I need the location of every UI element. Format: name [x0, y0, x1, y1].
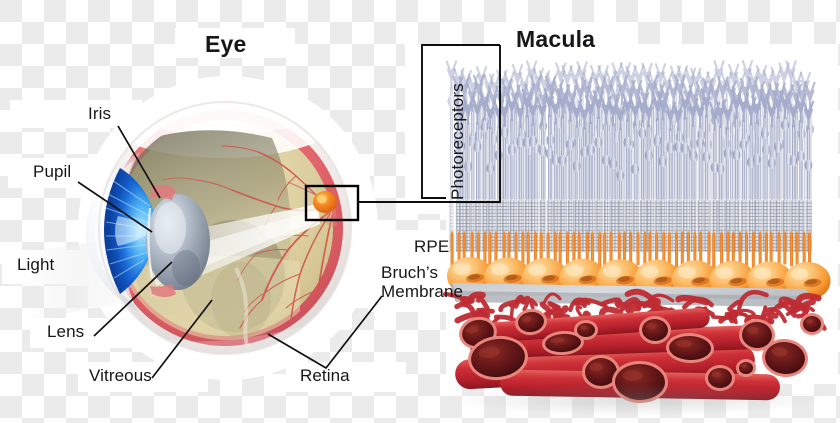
- rpe-layer: [447, 231, 831, 300]
- macula-illustration: [442, 60, 831, 416]
- label-photoreceptors: Photoreceptors: [448, 83, 467, 200]
- macula-zoom-box: [304, 184, 360, 222]
- photoreceptors-bracket: [421, 44, 500, 199]
- callout-lines: [77, 44, 501, 379]
- leader-lens: [93, 261, 173, 337]
- label-rpe: RPE: [414, 237, 450, 256]
- anterior-segment: [85, 152, 210, 312]
- leader-iris: [117, 125, 161, 199]
- label-bruchs-membrane-line1: Bruch’s: [381, 263, 439, 282]
- photoreceptor-layer: [445, 60, 816, 252]
- iris: [104, 168, 158, 294]
- label-pupil: Pupil: [33, 162, 72, 181]
- label-iris: Iris: [88, 104, 112, 123]
- ciliary-body: [150, 184, 176, 297]
- label-lens: Lens: [47, 322, 85, 341]
- leader-vitreous: [151, 299, 213, 379]
- zoom-connector: [358, 45, 501, 203]
- label-retina: Retina: [300, 366, 350, 385]
- macula-spot: [313, 191, 337, 213]
- leader-retina: [267, 295, 383, 370]
- leader-pupil: [77, 181, 153, 233]
- label-bruchs-membrane-line2: Membrane: [381, 282, 464, 301]
- macula-panel-title: Macula: [516, 26, 596, 52]
- eye-panel-title: Eye: [205, 31, 247, 57]
- pupil-aperture: [115, 216, 150, 246]
- lens: [146, 194, 210, 290]
- eye-illustration: [26, 101, 352, 355]
- label-vitreous: Vitreous: [89, 366, 152, 385]
- label-light: Light: [17, 255, 55, 274]
